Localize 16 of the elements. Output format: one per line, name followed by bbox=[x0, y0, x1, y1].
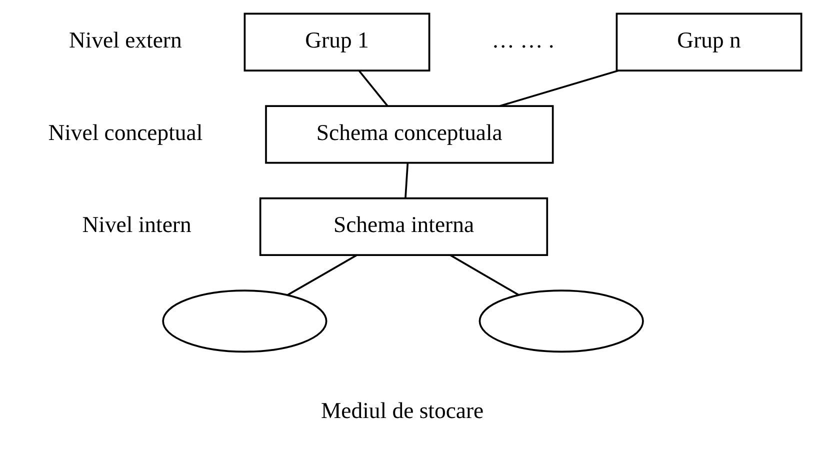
label: … … . bbox=[492, 28, 554, 53]
node-box: Grup n bbox=[616, 12, 802, 72]
label: Mediul de stocare bbox=[320, 398, 484, 424]
label: Nivel extern bbox=[69, 28, 182, 53]
label: Nivel intern bbox=[82, 212, 192, 238]
connector bbox=[404, 163, 409, 198]
connector bbox=[500, 70, 619, 107]
node-box: Schema conceptuala bbox=[265, 105, 554, 164]
node-ellipse bbox=[162, 290, 328, 353]
node-ellipse bbox=[478, 290, 644, 353]
node-box: Grup 1 bbox=[244, 12, 430, 72]
connector bbox=[450, 254, 519, 296]
connector bbox=[286, 254, 358, 296]
node-box: Schema interna bbox=[259, 197, 548, 256]
connector bbox=[358, 70, 388, 106]
label: Nivel conceptual bbox=[48, 120, 203, 145]
